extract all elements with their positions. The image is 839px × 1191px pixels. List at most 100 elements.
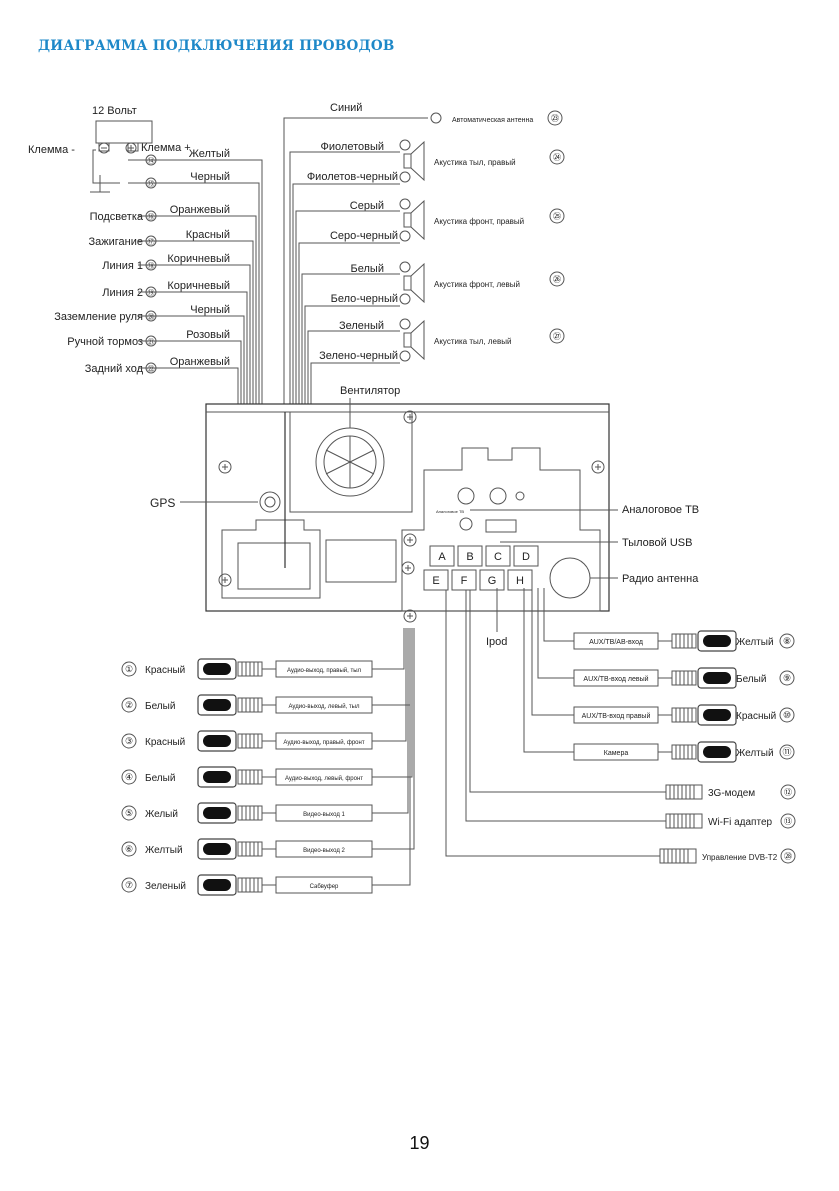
port-bottom xyxy=(507,569,533,591)
number-badge-icon xyxy=(549,149,565,165)
port-label: C xyxy=(494,551,502,563)
screw-icon xyxy=(403,533,417,547)
port-label: A xyxy=(438,551,446,563)
rca-connector-icon xyxy=(658,630,737,652)
rca-desc-label: Аудио-выход, левый, тыл xyxy=(289,703,360,710)
minus-icon xyxy=(98,142,110,154)
left-wire-number: ⑮ xyxy=(148,180,155,188)
speaker-minus-wire xyxy=(292,183,400,404)
plus-icon xyxy=(399,318,411,330)
number-badge-icon xyxy=(121,805,137,821)
speaker-label: Акустика тыл, правый xyxy=(434,158,516,167)
speaker-plus-wire xyxy=(295,210,400,404)
speaker-plus-label: Серый xyxy=(350,200,384,212)
left-wire-color: Оранжевый xyxy=(170,204,230,216)
rca-number: ⑥ xyxy=(125,844,133,854)
rca-number: ⑪ xyxy=(782,747,791,757)
plus-icon xyxy=(125,142,137,154)
rca-color-label: Желтый xyxy=(736,637,774,648)
rca-number: ② xyxy=(125,700,133,710)
speaker-minus-label: Фиолетов-черный xyxy=(307,171,398,183)
port-top xyxy=(485,545,511,567)
speaker-minus-label: Зелено-черный xyxy=(319,350,398,362)
left-wire xyxy=(138,367,239,404)
rca-desc-label: Сабвуфер xyxy=(310,884,339,890)
speaker-icon xyxy=(403,332,412,348)
rca-connector-icon xyxy=(658,667,737,689)
speaker-minus-wire xyxy=(304,305,400,404)
terminal-plus-label: Клемма + xyxy=(141,142,191,154)
left-wire-number: ⑯ xyxy=(148,213,155,221)
port-bottom xyxy=(451,569,477,591)
antenna-label: Автоматическая антенна xyxy=(452,117,533,124)
antenna-wire-label: Синий xyxy=(330,102,362,114)
left-wire-label: Задний ход xyxy=(85,363,144,375)
rca-color-label: Желтый xyxy=(736,748,774,759)
module-number: ⑫ xyxy=(784,788,792,797)
av-socket-icon xyxy=(457,487,475,505)
left-wire-number: ⑱ xyxy=(148,262,155,270)
number-badge-icon xyxy=(779,670,795,686)
speaker-minus-wire xyxy=(298,242,400,404)
rca-connector-icon xyxy=(197,658,276,680)
port-label: F xyxy=(461,575,468,587)
number-badge-icon xyxy=(549,328,565,344)
left-wire-label: Подсветка xyxy=(90,211,144,223)
minus-icon xyxy=(399,171,411,183)
module-connector-icon xyxy=(665,813,703,829)
plus-icon xyxy=(399,139,411,151)
radio-antenna-socket-icon xyxy=(549,557,591,599)
number-badge-icon xyxy=(780,784,796,800)
number-badge-icon xyxy=(549,271,565,287)
rca-color-label: Желтый xyxy=(145,845,183,856)
screw-icon xyxy=(218,460,232,474)
speaker-plus-wire xyxy=(289,151,400,404)
speaker-number: ㉕ xyxy=(553,212,561,221)
rca-color-label: Красный xyxy=(145,737,185,748)
speaker-icon xyxy=(403,212,412,228)
port-label: E xyxy=(432,575,439,587)
left-wire-color: Коричневый xyxy=(167,253,230,265)
unit-outline xyxy=(205,403,610,612)
number-badge-icon xyxy=(121,733,137,749)
rca-desc-label: Камера xyxy=(604,750,629,757)
rca-number: ⑦ xyxy=(125,880,133,890)
screw-group xyxy=(218,410,605,623)
rca-connector-icon xyxy=(197,802,276,824)
rca-number: ③ xyxy=(125,736,133,746)
port-label: H xyxy=(516,575,524,587)
number-badge-icon xyxy=(549,208,565,224)
left-wire xyxy=(128,182,260,404)
rca-connector-icon xyxy=(197,694,276,716)
module-label: 3G-модем xyxy=(708,788,755,799)
speaker-plus-label: Фиолетовый xyxy=(321,141,384,153)
left-wire-label: Линия 2 xyxy=(102,287,143,299)
port-top xyxy=(513,545,539,567)
battery-label: 12 Вольт xyxy=(92,105,137,117)
speaker-minus-wire xyxy=(310,362,400,404)
rca-number: ① xyxy=(125,664,133,674)
rca-desc-label: Аудио-выход, правый, тыл xyxy=(287,667,362,674)
left-wire-number: ⑭ xyxy=(148,157,155,165)
plus-icon xyxy=(430,112,442,124)
rca-wire xyxy=(537,588,574,679)
rca-wire xyxy=(372,628,409,814)
rca-connector-icon xyxy=(197,874,276,896)
number-badge-icon xyxy=(547,110,563,126)
rca-desc-label: Видео-выход 2 xyxy=(303,848,345,854)
port-top xyxy=(457,545,483,567)
module-connector-icon xyxy=(659,848,697,864)
ipod-label: Ipod xyxy=(486,636,507,648)
rca-color-label: Зеленый xyxy=(145,881,186,892)
port-top xyxy=(429,545,455,567)
module-number: ⑬ xyxy=(784,817,792,826)
page-number: 19 xyxy=(409,1133,430,1153)
speaker-label: Акустика тыл, левый xyxy=(434,337,511,346)
rca-desc-label: AUX/ТВ-вход правый xyxy=(582,712,651,720)
